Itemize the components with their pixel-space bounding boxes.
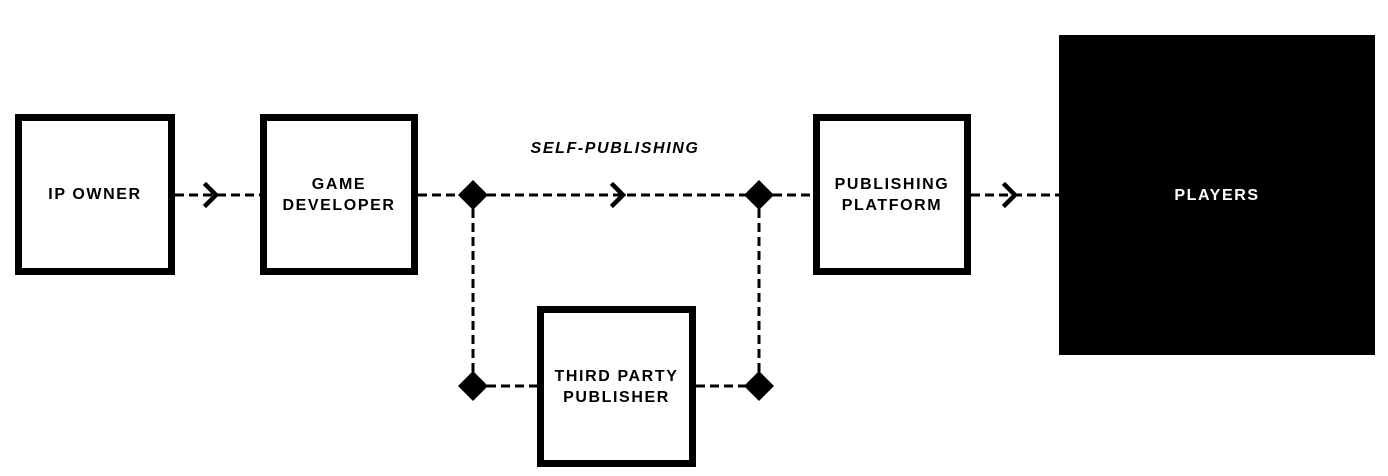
players-box: PLAYERS [1059,35,1375,355]
junction-diamond-game-developer [458,180,488,210]
third-party-publisher-label: THIRD PARTY PUBLISHER [554,367,679,406]
third-party-publisher-box: THIRD PARTY PUBLISHER [537,306,696,467]
game-developer-box: GAME DEVELOPER [260,114,418,275]
publishing-platform-label: PUBLISHING PLATFORM [834,175,950,214]
players-label: PLAYERS [1174,186,1260,204]
publishing-platform-box: PUBLISHING PLATFORM [813,114,971,275]
ip-owner-label: IP OWNER [48,186,142,203]
arrow-chevron-self-publishing [609,181,627,209]
junction-diamond-publishing-platform [744,180,774,210]
junction-diamond-bottom-right [744,371,774,401]
self-publishing-label: SELF-PUBLISHING [530,140,700,157]
ip-owner-box: IP OWNER [15,114,175,275]
game-developer-label: GAME DEVELOPER [282,175,396,214]
arrow-chevron-players [1001,181,1019,209]
junction-diamond-bottom-left [458,371,488,401]
arrow-chevron-ip-owner [202,181,220,209]
